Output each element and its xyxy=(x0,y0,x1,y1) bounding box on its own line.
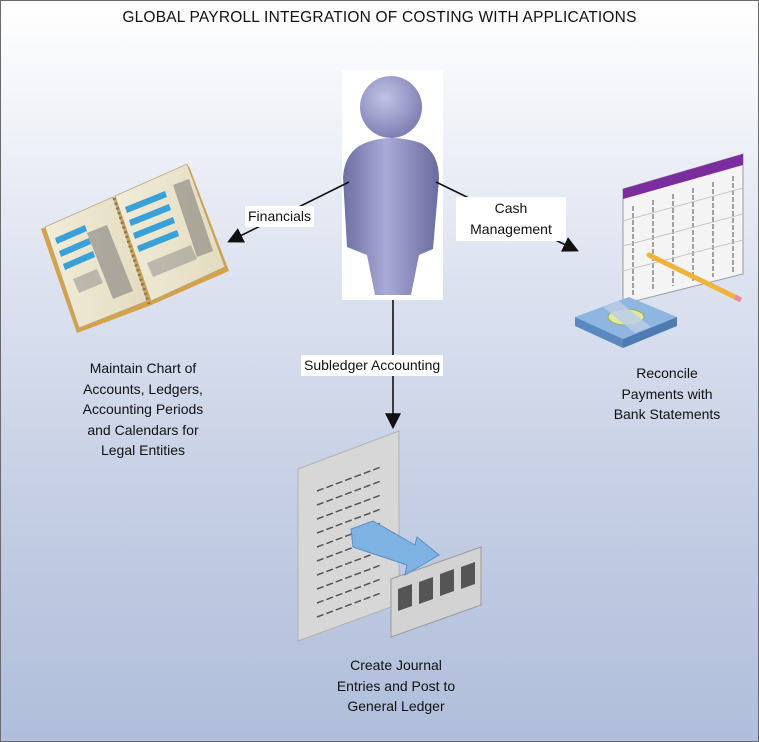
journal-transfer-icon xyxy=(297,430,482,642)
connector-label-subledger: Subledger Accounting xyxy=(301,355,444,376)
diagram-title: GLOBAL PAYROLL INTEGRATION OF COSTING WI… xyxy=(122,9,637,26)
reconcile-description: Reconcile Payments with Bank Statements xyxy=(613,365,721,422)
ledger-description: Maintain Chart of Accounts, Ledgers, Acc… xyxy=(82,360,204,458)
journal-description: Create Journal Entries and Post to Gener… xyxy=(336,657,456,714)
open-ledger-book-icon xyxy=(41,163,229,333)
spreadsheet-pencil-icon xyxy=(622,153,744,305)
connector-label-financials: Financials xyxy=(245,206,315,227)
user-person-icon xyxy=(342,70,443,300)
connector-label-cash-management: Cash Management xyxy=(456,197,566,241)
cash-bundle-icon xyxy=(575,297,677,348)
